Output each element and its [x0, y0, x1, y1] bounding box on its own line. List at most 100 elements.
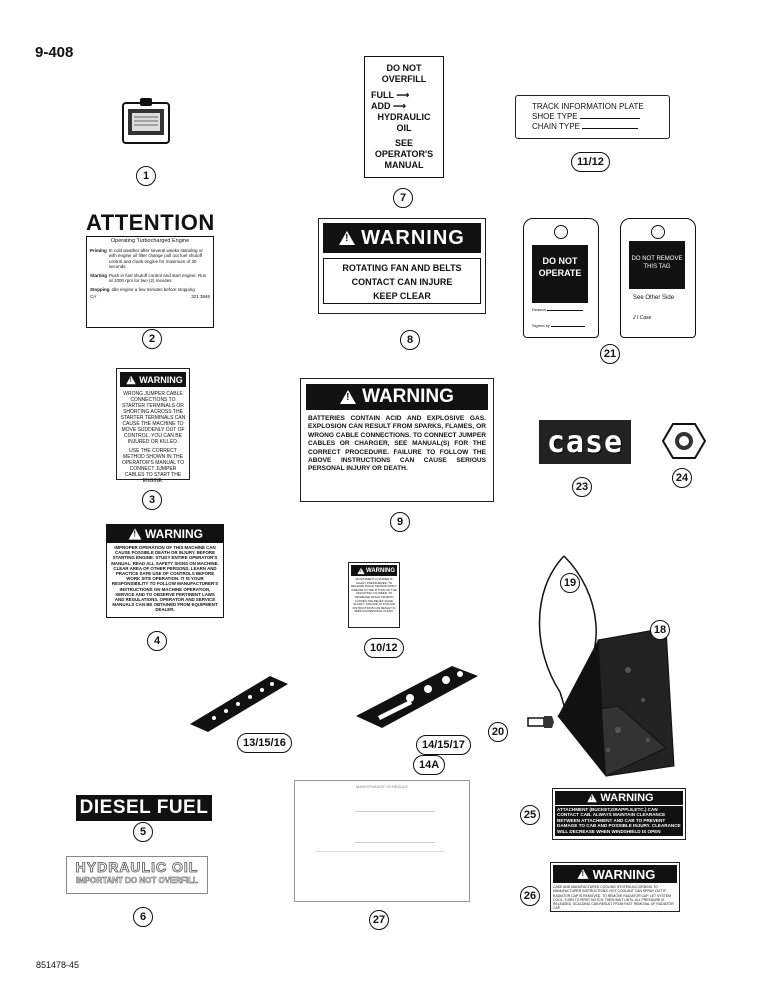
- decal-27-maintenance-schedule: MAINTENANCE SCHEDULE: [294, 780, 470, 902]
- plate-11-chain: CHAIN TYPE: [532, 122, 580, 131]
- decal-4-header-bar: WARNING: [107, 525, 223, 543]
- decal-2-stopping-text: Idle engine a few minutes before stoppin…: [111, 286, 195, 292]
- tag-21-reason-row: Reason: [532, 307, 588, 312]
- callout-4: 4: [147, 631, 167, 651]
- callout-10-12: 10/12: [364, 638, 404, 658]
- decal-2-starting-text: Push in fuel shutoff control and start e…: [109, 272, 207, 284]
- tag-hole-icon: [554, 225, 568, 239]
- decal-7-full-row: FULL ⟶: [365, 90, 443, 101]
- callout-6: 6: [133, 907, 153, 927]
- decal-7-do-not-overfill: DO NOT OVERFILL FULL ⟶ ADD ⟶ HYDRAULIC O…: [364, 56, 444, 178]
- decal-2-sub: Operating Turbocharged Engine: [110, 238, 190, 244]
- callout-7: 7: [393, 188, 413, 208]
- warning-triangle-icon: [126, 375, 137, 384]
- decal-10-body: ADJUSTMENT CYLINDER IS HIGHLY PRESSURIZE…: [351, 577, 397, 614]
- decal-6-line2: IMPORTANT DO NOT OVERFILL: [75, 876, 199, 886]
- decal-9-warning-batteries: WARNING BATTERIES CONTAIN ACID AND EXPLO…: [300, 378, 494, 502]
- callout-1: 1: [136, 166, 156, 186]
- tag-hole-icon: [651, 225, 665, 239]
- tag-21-signed: Signed by: [532, 323, 550, 328]
- warning-triangle-icon: [128, 528, 142, 540]
- callout-11-12: 11/12: [571, 152, 610, 172]
- decal-2-footer-left: CA: [90, 294, 97, 299]
- decal-25-body: ATTACHMENT (BUCKET,GRAPPLE,ETC.) CAN CON…: [555, 806, 683, 836]
- decal-8-warning-fan: WARNING ROTATING FAN AND BELTS CONTACT C…: [318, 218, 486, 314]
- decal-5-text: DIESEL FUEL: [79, 797, 209, 818]
- callout-9: 9: [390, 512, 410, 532]
- item-18-storage-box: [548, 620, 688, 780]
- decal-8-l1: ROTATING FAN AND BELTS: [342, 263, 462, 273]
- decal-9-header-bar: WARNING: [306, 384, 488, 410]
- warning-triangle-icon: [340, 390, 357, 404]
- callout-27: 27: [369, 910, 389, 930]
- decal-23-text: case: [546, 424, 624, 460]
- decal-3-warning-jumper: WARNING WRONG JUMPER CABLE CONNECTIONS T…: [116, 368, 190, 484]
- decal-3-header: WARNING: [139, 374, 183, 385]
- tag-21-see-other: See Other Side: [633, 295, 675, 301]
- decal-7-line7: MANUAL: [384, 160, 424, 170]
- tag-21-front: DO NOT OPERATE Reason Signed by: [523, 218, 599, 338]
- decal-7-full: FULL: [371, 90, 394, 100]
- tag-21-front-label: DO NOT OPERATE: [532, 245, 588, 303]
- item-1-clip: [120, 97, 172, 147]
- decal-23-case-logo: case: [539, 420, 631, 464]
- tag-21-signed-row: Signed by: [532, 323, 588, 328]
- decal-5-diesel-fuel: DIESEL FUEL: [76, 795, 212, 821]
- decal-9-header: WARNING: [362, 386, 454, 407]
- item-13-perforated-plate: [184, 672, 294, 736]
- callout-13-15-16: 13/15/16: [237, 733, 292, 753]
- decal-6-hydraulic-oil: HYDRAULIC OIL IMPORTANT DO NOT OVERFILL: [66, 856, 208, 894]
- decal-26-warning-radiator: WARNING CASE AND MANUFACTURED COOLING SY…: [550, 862, 680, 912]
- decal-27-title: MAINTENANCE SCHEDULE: [355, 784, 408, 789]
- decal-7-line4: OIL: [396, 123, 412, 133]
- decal-7-line1: DO NOT: [386, 63, 422, 73]
- item-14-slotted-plate: [352, 662, 482, 732]
- callout-23: 23: [572, 477, 592, 497]
- decal-10-warning-cylinder: WARNING ADJUSTMENT CYLINDER IS HIGHLY PR…: [348, 562, 400, 628]
- arrow-right-icon: ⟶: [393, 101, 406, 111]
- warning-triangle-icon: [357, 567, 365, 574]
- decal-4-header: WARNING: [145, 527, 203, 541]
- callout-2: 2: [142, 329, 162, 349]
- callout-18: 18: [650, 620, 670, 640]
- plate-11-title: TRACK INFORMATION PLATE: [532, 102, 644, 111]
- tag-21-reason: Reason: [532, 307, 546, 312]
- decal-26-header-bar: WARNING: [553, 865, 677, 883]
- decal-7-line5: SEE: [394, 138, 413, 148]
- plate-11-shoe-row: SHOE TYPE: [532, 112, 669, 122]
- decal-8-header-bar: WARNING: [323, 223, 481, 253]
- callout-21: 21: [600, 344, 620, 364]
- decal-2-starting-label: Starting: [90, 272, 108, 278]
- decal-2-attention: ATTENTION Operating Turbocharged Engine …: [86, 210, 214, 328]
- decal-7-line6: OPERATOR'S: [374, 149, 434, 159]
- decal-3-header-bar: WARNING: [120, 372, 186, 387]
- tag-21-brand: J I Case: [633, 315, 652, 321]
- plate-11-shoe: SHOE TYPE: [532, 112, 578, 121]
- decal-6-line1: HYDRAULIC OIL: [75, 859, 199, 876]
- decal-10-header-bar: WARNING: [351, 565, 397, 576]
- tag-21-back-label: DO NOT REMOVE THIS TAG: [629, 241, 685, 289]
- decal-7-add-row: ADD ⟶: [365, 101, 443, 112]
- decal-4-body: IMPROPER OPERATION OF THIS MACHINE CAN C…: [111, 545, 219, 613]
- decal-4-warning-operation: WARNING IMPROPER OPERATION OF THIS MACHI…: [106, 524, 224, 618]
- decal-25-header-bar: WARNING: [555, 791, 683, 805]
- decal-8-l2: CONTACT CAN INJURE: [351, 277, 453, 287]
- decal-7-line2: OVERFILL: [381, 74, 427, 84]
- decal-2-header: ATTENTION: [86, 210, 215, 235]
- decal-3-body: WRONG JUMPER CABLE CONNECTIONS TO STARTE…: [120, 391, 186, 445]
- callout-20: 20: [488, 722, 508, 742]
- decal-8-header: WARNING: [361, 226, 465, 249]
- decal-2-priming-text: In cold weather after several weeks stan…: [108, 247, 203, 270]
- decal-3-body2: USE THE CORRECT METHOD SHOWN IN THE OPER…: [121, 448, 185, 484]
- decal-7-line3: HYDRAULIC: [377, 112, 431, 122]
- warning-triangle-icon: [587, 793, 598, 803]
- decal-25-warning-attachment: WARNING ATTACHMENT (BUCKET,GRAPPLE,ETC.)…: [552, 788, 686, 840]
- decal-2-footer-right: 321 3846: [191, 294, 210, 299]
- decal-10-header: WARNING: [366, 567, 395, 574]
- callout-24: 24: [672, 468, 692, 488]
- decal-2-priming-label: Priming: [90, 247, 107, 253]
- item-20-bolt: [526, 712, 556, 736]
- decal-25-header: WARNING: [600, 792, 654, 804]
- decal-26-body: CASE AND MANUFACTURED COOLING SYSTEM ACC…: [553, 885, 674, 911]
- part-code: 851478-45: [36, 960, 80, 970]
